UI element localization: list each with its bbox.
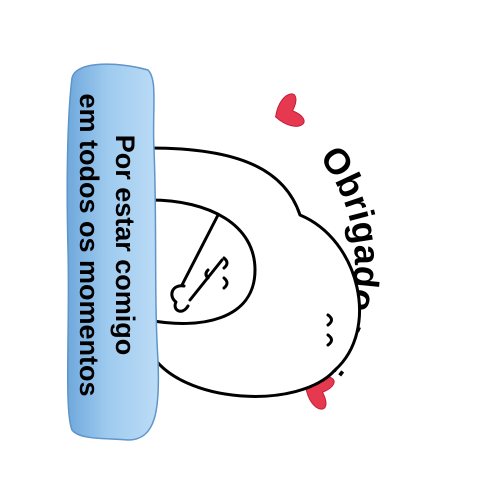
small-character-face <box>204 256 229 290</box>
banner-line-2: em todos os momentos <box>74 93 104 396</box>
banner-line-1: Por estar comigo <box>110 135 140 356</box>
heart-icon <box>275 93 305 127</box>
small-character <box>146 198 257 325</box>
message-banner: Por estar comigo em todos os momentos <box>66 63 160 441</box>
big-character-face <box>326 313 333 347</box>
